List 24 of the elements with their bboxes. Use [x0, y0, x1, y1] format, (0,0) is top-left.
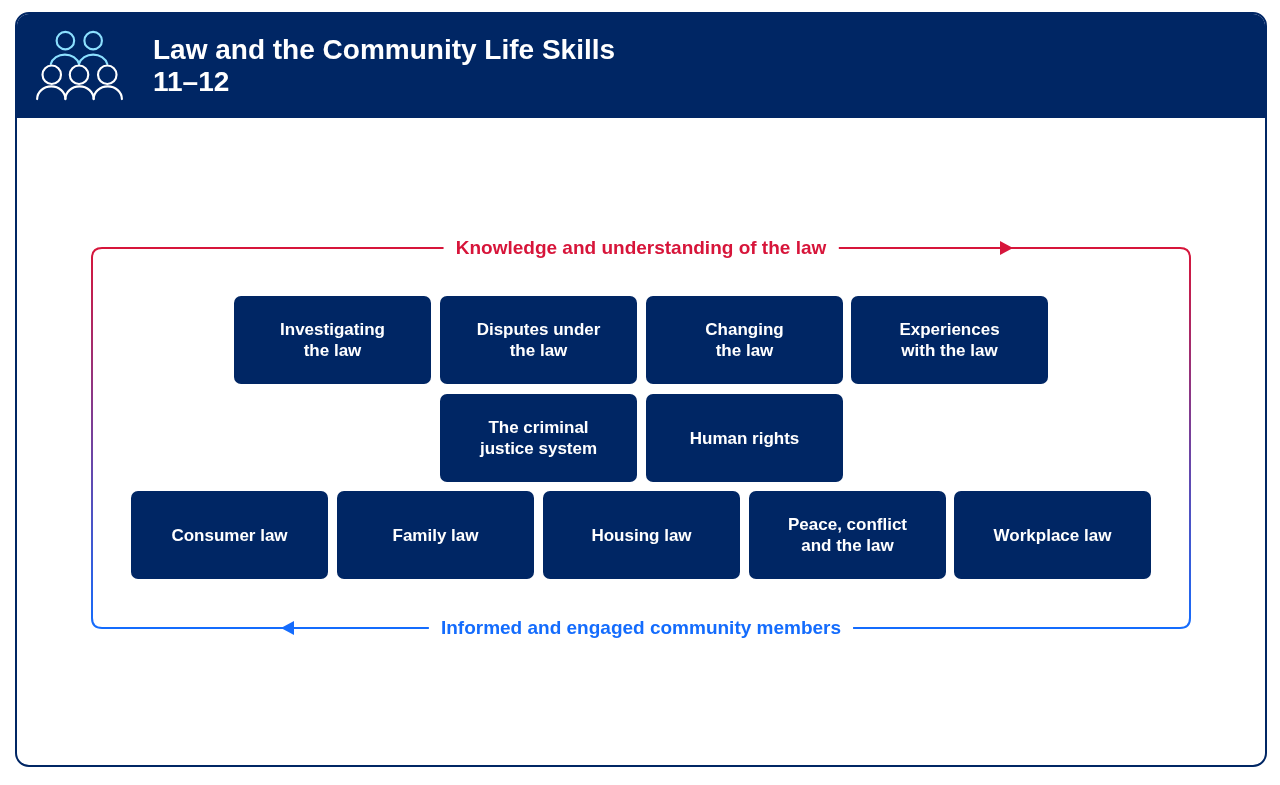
- topic-box: [440, 296, 637, 384]
- topic-label: Housing law: [591, 524, 692, 546]
- cycle-arrow: [837, 241, 1191, 629]
- page-title: Law and the Community Life Skills 11–12: [153, 34, 617, 98]
- topic-box: [234, 296, 431, 384]
- topic-label: Human rights: [689, 427, 800, 449]
- topic-box: [646, 296, 843, 384]
- topic-box: [440, 394, 637, 482]
- topic-box: [131, 491, 328, 579]
- topic-label: Workplace law: [993, 524, 1112, 546]
- topic-label: The criminal justice system: [478, 417, 599, 459]
- topic-box: [851, 296, 1048, 384]
- topic-box: [543, 491, 740, 579]
- topic-label: Changing the law: [704, 319, 785, 361]
- topic-label: Experiences with the law: [898, 319, 1001, 361]
- topic-box: [337, 491, 534, 579]
- topic-label: Family law: [392, 524, 479, 546]
- topic-box: [954, 491, 1151, 579]
- topic-box: [749, 491, 946, 579]
- topic-label: Investigating the law: [279, 319, 386, 361]
- topic-label: Disputes under the law: [475, 319, 602, 361]
- topic-label: Consumer law: [171, 524, 288, 546]
- topic-box: [646, 394, 843, 482]
- topic-label: Peace, conflict and the law: [786, 514, 909, 556]
